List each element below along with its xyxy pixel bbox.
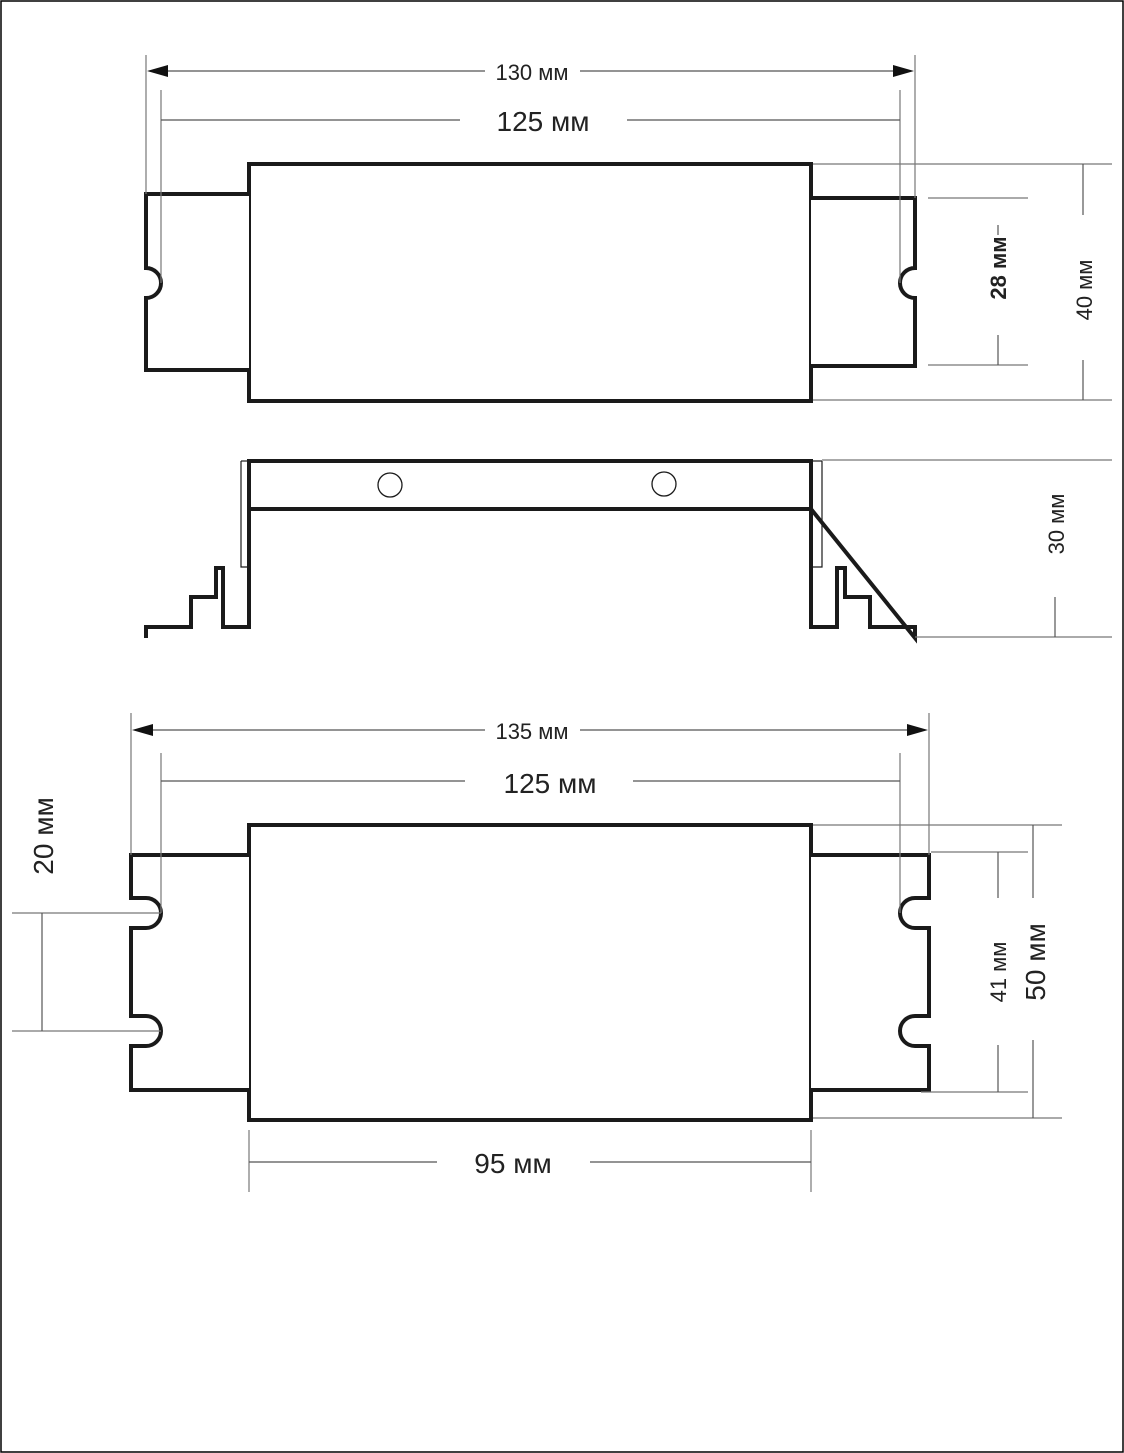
arrow-left-icon <box>132 724 153 736</box>
side-view: 30 мм <box>144 459 1112 644</box>
bottom-view-hole-spacing-label: 125 мм <box>504 768 597 799</box>
bottom-view-hole-vertical-label: 20 мм <box>28 797 59 874</box>
bottom-view-left-tab <box>129 853 249 1092</box>
top-view: 130 мм 125 мм 28 мм 40 мм <box>144 55 1112 403</box>
arrow-right-icon <box>907 724 928 736</box>
arrow-left-icon <box>147 65 168 77</box>
bottom-view-tab-height-label: 41 мм <box>986 942 1011 1003</box>
top-view-hole-spacing-label: 125 мм <box>497 106 590 137</box>
bottom-view-length-label: 135 мм <box>495 719 568 744</box>
top-view-body <box>247 162 813 403</box>
bottom-view-body-height-label: 50 мм <box>1020 923 1051 1000</box>
side-view-left-wall <box>240 461 249 568</box>
side-view-right-wall <box>811 461 823 568</box>
mounting-hole-icon <box>651 471 677 497</box>
side-view-base <box>144 503 917 644</box>
side-view-height-label: 30 мм <box>1044 494 1069 555</box>
top-view-body-height-label: 40 мм <box>1072 260 1097 321</box>
top-view-tab-height-label: 28 мм <box>986 236 1011 299</box>
bottom-view-body <box>247 823 813 1122</box>
bottom-view-body-length-label: 95 мм <box>474 1148 551 1179</box>
arrow-right-icon <box>893 65 914 77</box>
top-view-length-label: 130 мм <box>495 60 568 85</box>
side-view-top-plate <box>247 459 813 511</box>
mounting-hole-icon <box>377 472 403 498</box>
bottom-view: 135 мм 125 мм 20 мм 41 мм 50 мм 95 мм <box>12 713 1062 1192</box>
bottom-view-right-tab <box>811 853 931 1092</box>
